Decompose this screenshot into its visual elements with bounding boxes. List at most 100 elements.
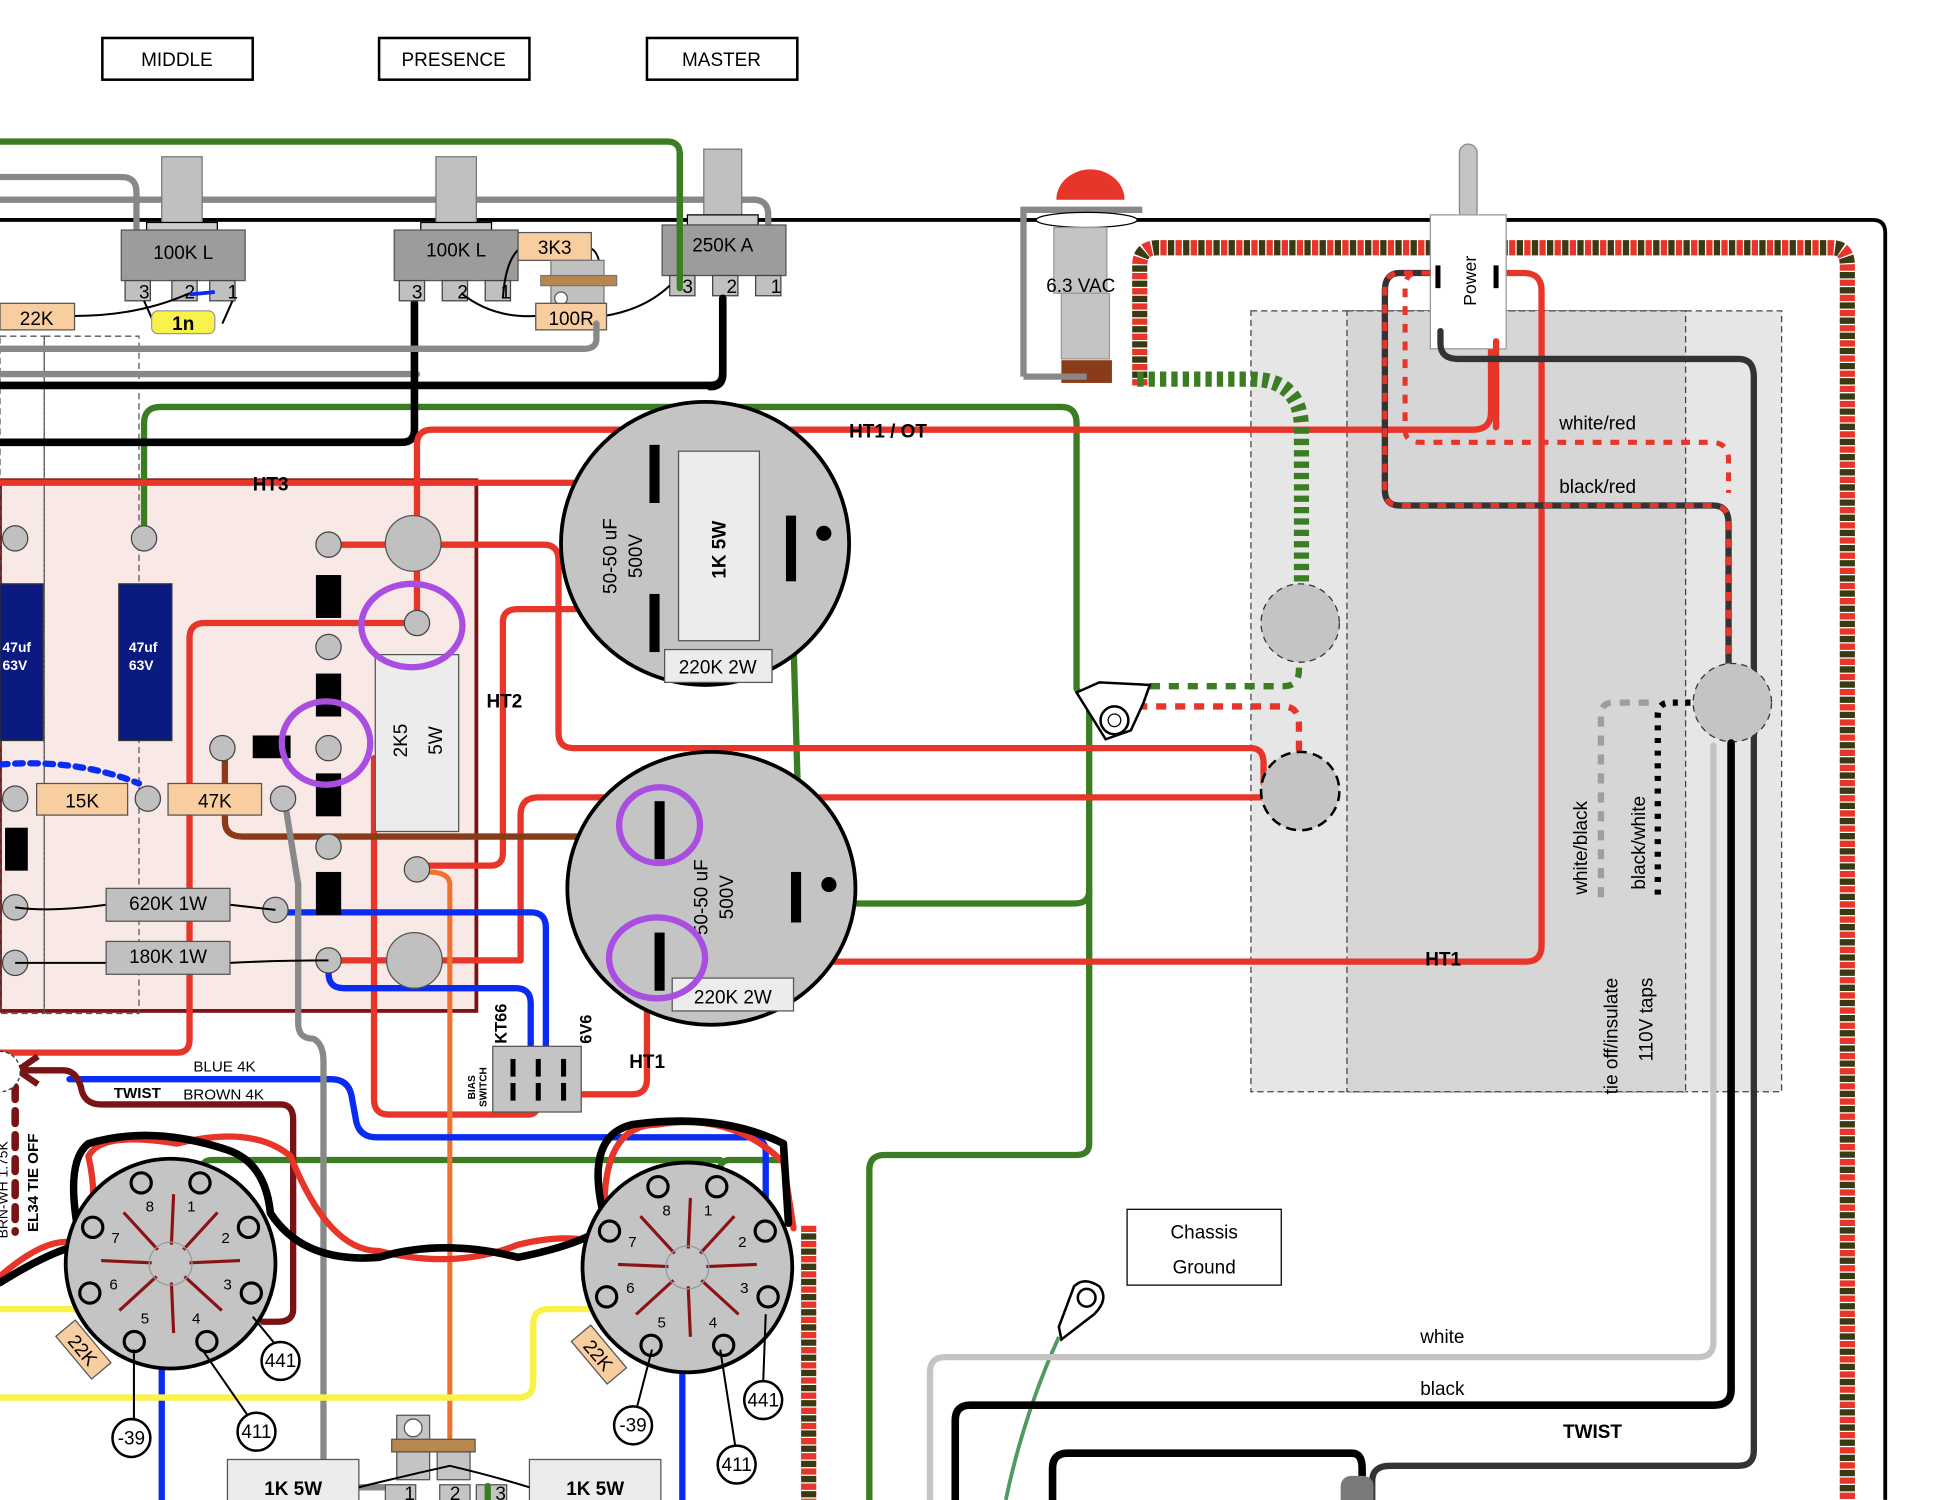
voltage-pin5: -39 <box>118 1428 145 1449</box>
label-tie-off: tie off/insulate <box>1601 978 1622 1095</box>
power-switch[interactable]: Power <box>1429 143 1507 350</box>
wire-shield-1 <box>0 173 140 294</box>
resistor-22k-top: 22K <box>0 292 190 331</box>
wire-blue-bias-a <box>284 909 550 1073</box>
wire-mains-fuse <box>1048 1449 1366 1500</box>
wire-black-white-dash <box>1654 699 1694 895</box>
wire-brown-47k <box>221 747 663 840</box>
bias-switch[interactable]: BIAS SWITCH KT66 6V6 <box>467 1004 595 1113</box>
socket-pin <box>195 1329 219 1354</box>
wire-blue-bias-b <box>325 957 534 1073</box>
socket-pin <box>597 1219 622 1243</box>
electrolytic-cap-right: 47uf 63V <box>118 583 173 742</box>
pot-middle[interactable]: 100K L 3 2 1 <box>120 156 246 304</box>
cap-value: 50-50 uF <box>692 859 713 935</box>
socket-pin <box>122 1329 146 1354</box>
socket-spoke <box>189 1259 241 1265</box>
resistor-1k5w-right: 1K 5W <box>528 1458 662 1500</box>
power-switch-label: Power <box>1460 256 1480 306</box>
trimmer-pin: 2 <box>450 1484 461 1500</box>
socket-pin-number: 6 <box>626 1280 634 1297</box>
socket-pin <box>753 1219 777 1243</box>
cap-label: 1n <box>172 314 194 335</box>
socket-pin-number: 7 <box>628 1234 636 1251</box>
socket-center <box>148 1241 193 1286</box>
cap-voltage: 500V <box>717 875 738 920</box>
wire-board-bottom <box>0 1007 193 1056</box>
filter-cap-top: 1K 5W 50-50 uF 500V 220K 2W <box>559 399 852 687</box>
label-white-red: white/red <box>1558 414 1636 435</box>
wire-ht1-ot <box>413 335 1495 627</box>
ot-connector <box>0 1050 21 1093</box>
socket-spoke <box>118 1275 158 1312</box>
bias-switch-label: SWITCH <box>478 1067 489 1107</box>
cap-value: 47uf <box>129 639 158 655</box>
cap-voltage: 63V <box>3 657 28 673</box>
resistor-label: 100R <box>548 309 593 330</box>
board-screw-top <box>384 514 442 572</box>
socket-spoke <box>169 1282 176 1334</box>
board-dashed-area-a <box>0 335 45 1015</box>
pot-master-value: 250K A <box>692 236 753 257</box>
socket-pin <box>129 1171 153 1195</box>
resistor-label: 220K 2W <box>679 658 757 679</box>
resistor-label: 1K 5W <box>566 1479 624 1500</box>
pot-pin-label: 1 <box>227 282 238 303</box>
heater-twist-green <box>1137 371 1310 594</box>
diodes <box>5 574 342 915</box>
chassis-ground-label: Chassis Ground <box>1126 1208 1282 1286</box>
wire-ground-cap <box>787 552 1093 907</box>
wire-black-presence <box>0 299 419 447</box>
socket-pin-number: 1 <box>704 1202 712 1219</box>
cap-value: 50-50 uF <box>601 518 622 594</box>
transformer-terminal-ht <box>1259 750 1341 832</box>
socket-pin-number: 3 <box>740 1280 748 1297</box>
resistor-label: 180K 1W <box>129 947 207 968</box>
wire-heater-black <box>0 1117 793 1287</box>
tube-socket-right[interactable]: 1 2 3 4 5 6 7 8 <box>580 1160 795 1375</box>
socket-pin-number: 1 <box>187 1199 195 1216</box>
bias-trimmer[interactable]: 1 2 3 <box>358 1414 530 1500</box>
label-brn-wh: BRN-WH 1.75K <box>0 1140 11 1238</box>
socket-pin-number: 5 <box>658 1314 666 1331</box>
wire-ht2 <box>413 605 658 869</box>
pot-pin-label: 1 <box>771 277 782 298</box>
label-twist-ot: TWIST <box>114 1085 162 1102</box>
pot-presence[interactable]: 100K L 3 2 1 <box>393 156 519 304</box>
filter-cap-bottom: 50-50 uF 500V 220K 2W <box>565 750 858 1027</box>
socket-pin <box>236 1215 261 1240</box>
resistor-label: 15K <box>65 791 99 812</box>
transformer-terminal-mains <box>1692 662 1773 743</box>
socket-pin <box>239 1281 264 1305</box>
socket-pin-number: 6 <box>109 1276 117 1293</box>
wire-green-dash <box>1130 657 1303 690</box>
resistor-label: 3K3 <box>538 238 572 259</box>
label-mains-twist: TWIST <box>1563 1422 1622 1443</box>
socket-spoke <box>706 1262 757 1269</box>
voltage-pin4: 411 <box>722 1455 752 1476</box>
socket-pin-number: 8 <box>662 1202 670 1219</box>
pot-pin-label: 1 <box>500 282 511 303</box>
socket-spoke <box>639 1215 676 1255</box>
label-master: MASTER <box>645 36 799 81</box>
wire-brown-4k <box>14 1067 297 1325</box>
board-turrets <box>1 525 431 977</box>
resistor-1k5w-left: 1K 5W <box>226 1458 360 1500</box>
socket-pin-number: 2 <box>738 1234 746 1251</box>
wire-switch-black <box>1369 327 1757 1500</box>
socket-pin-number: 4 <box>192 1311 200 1328</box>
cap-1n: 1n <box>143 290 234 335</box>
socket-pin-number: 4 <box>709 1314 717 1331</box>
wire-white-black-dash <box>1597 699 1656 898</box>
wire-mains-black <box>951 739 1735 1500</box>
trimmer-part <box>540 259 618 307</box>
label-ht1-right: HT1 <box>1425 949 1461 970</box>
transformer-terminal-heater <box>1260 583 1341 663</box>
chassis-ground-line1: Chassis <box>1170 1222 1237 1243</box>
socket-spoke <box>101 1259 152 1265</box>
label-ht1-bottom: HT1 <box>629 1052 665 1073</box>
socket-pin <box>188 1171 212 1195</box>
resistor-22k-left: 22K <box>54 1319 112 1380</box>
resistor-label: 22K <box>20 309 54 330</box>
